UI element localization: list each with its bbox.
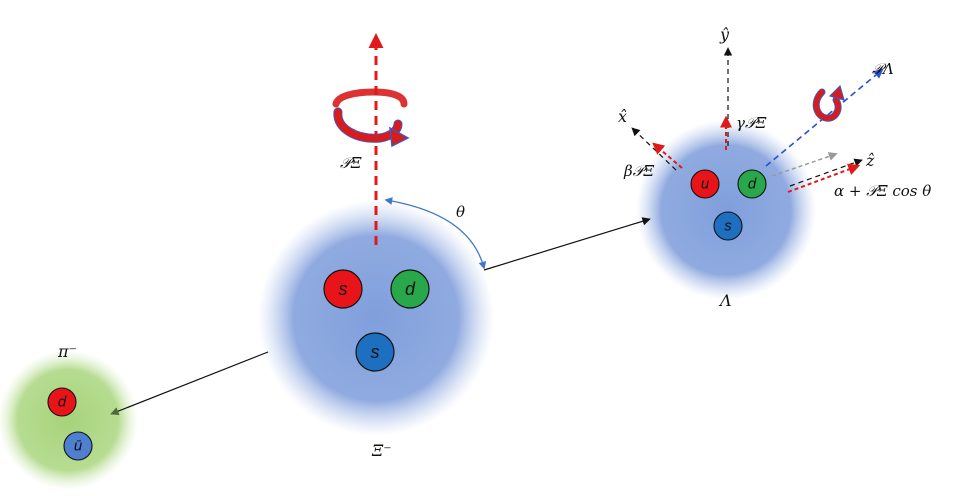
axis-z-label: ẑ bbox=[865, 151, 875, 170]
lambda-quark-s-blue: s bbox=[713, 211, 743, 241]
lambda-quark-u-red: u bbox=[690, 169, 720, 199]
xi-quark-d-green: d bbox=[390, 269, 430, 309]
theta-label: θ bbox=[456, 203, 465, 221]
pion-particle-label: π⁻ bbox=[57, 342, 77, 361]
xi-to-pion-momentum-arrow bbox=[110, 351, 269, 416]
svg-text:ū: ū bbox=[74, 438, 83, 455]
xi-particle-label: Ξ⁻ bbox=[371, 441, 392, 460]
pion-cloud bbox=[0, 350, 138, 490]
x-component-label: β𝒫Ξ bbox=[623, 162, 654, 180]
svg-text:s: s bbox=[371, 342, 380, 362]
theta-angle-arc bbox=[384, 197, 487, 270]
z-component-arrow bbox=[787, 163, 861, 193]
svg-text:s: s bbox=[339, 279, 348, 299]
lambda-quark-d-green: d bbox=[737, 169, 767, 199]
lambda-particle-label: Λ bbox=[718, 291, 732, 310]
xi-to-lambda-momentum-arrow bbox=[483, 217, 651, 271]
xi-polarization-label: 𝒫Ξ bbox=[340, 154, 362, 172]
curved-spin-arrow-icon bbox=[812, 84, 845, 122]
y-component-label: γ𝒫Ξ bbox=[736, 114, 767, 132]
lambda-polarization-label: 𝒫Λ bbox=[872, 60, 894, 78]
svg-text:d: d bbox=[58, 394, 67, 411]
xi-cloud bbox=[258, 200, 494, 436]
curved-spin-arrow-icon bbox=[332, 88, 410, 148]
z-component-label: α + 𝒫Ξ cos θ bbox=[834, 182, 931, 200]
gray-reference-arrow bbox=[771, 152, 838, 177]
svg-text:s: s bbox=[724, 218, 732, 235]
x-component-arrow bbox=[652, 142, 683, 169]
xi-quark-s-red: s bbox=[323, 269, 363, 309]
xi-quark-s-blue: s bbox=[355, 332, 395, 372]
pion-quark-d-red: d bbox=[47, 387, 77, 417]
axis-y-label: ŷ bbox=[719, 25, 730, 44]
axis-x-label: x̂ bbox=[618, 107, 627, 126]
svg-text:d: d bbox=[405, 279, 416, 299]
svg-text:d: d bbox=[748, 176, 757, 193]
pion-antiquark-u-blue: ū bbox=[63, 431, 93, 461]
lambda-cloud bbox=[636, 120, 816, 300]
svg-text:u: u bbox=[701, 176, 710, 193]
